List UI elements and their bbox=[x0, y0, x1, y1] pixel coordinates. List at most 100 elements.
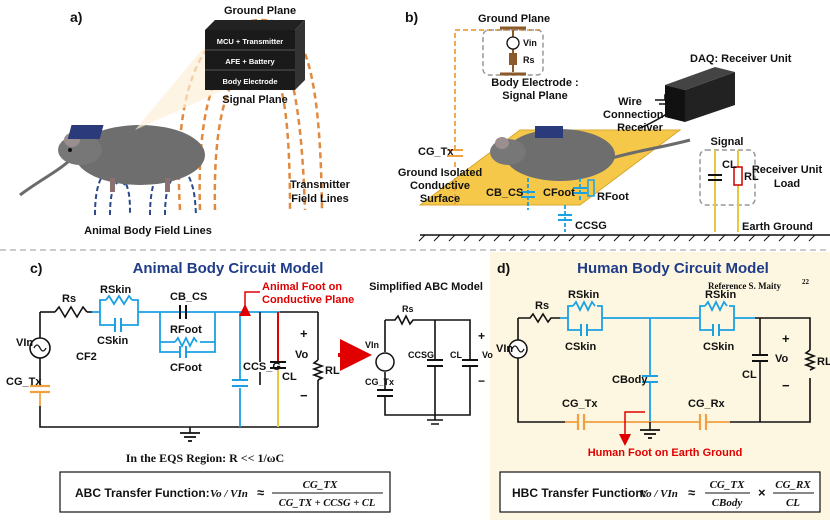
rskin-label: RSkin bbox=[100, 284, 131, 296]
vo-label: Vo bbox=[295, 349, 309, 361]
panel-d-label: d) bbox=[497, 260, 510, 276]
hbc-tf-num2: CG_RX bbox=[775, 479, 811, 491]
vin-d-label: VIn bbox=[496, 343, 513, 355]
surface-label-1: Ground Isolated bbox=[398, 167, 482, 179]
s-cl-label: CL bbox=[450, 350, 462, 360]
body-field-label: Animal Body Field Lines bbox=[84, 225, 212, 237]
simplified-title: Simplified ABC Model bbox=[369, 281, 483, 293]
s-cg-tx-label: CG_Tx bbox=[365, 377, 394, 387]
vin-source-b bbox=[506, 36, 520, 50]
ccsg-b-label: CCSG bbox=[575, 220, 607, 232]
rs-label: Rs bbox=[62, 293, 76, 305]
cg-tx-path bbox=[454, 29, 540, 205]
layer-afe-text: AFE + Battery bbox=[225, 57, 275, 66]
s-plus-sign: + bbox=[478, 329, 485, 343]
panel-a: a) MCU + Transmitter bbox=[19, 5, 351, 237]
tx-field-label-1: Transmitter bbox=[290, 179, 351, 191]
rat-illustration bbox=[19, 125, 205, 197]
cg-tx-d-label: CG_Tx bbox=[562, 398, 598, 410]
hbc-tf-den1: CBody bbox=[712, 497, 743, 509]
cl-d-label: CL bbox=[742, 369, 757, 381]
ground-plane-b-label: Ground Plane bbox=[478, 13, 550, 25]
rs-resistor-d bbox=[518, 312, 560, 324]
rskin-right-label: RSkin bbox=[705, 289, 736, 301]
receiver-wire bbox=[639, 107, 681, 129]
panel-c: c) Animal Body Circuit Model bbox=[6, 260, 493, 513]
body-electrode-label-1: Body Electrode : bbox=[491, 77, 578, 89]
panel-d-title: Human Body Circuit Model bbox=[577, 260, 769, 277]
device-stack: MCU + Transmitter AFE + Battery Body Ele… bbox=[205, 20, 305, 90]
rfoot-label: RFoot bbox=[170, 324, 202, 336]
rl-b-label: RL bbox=[744, 171, 759, 183]
rl-label: RL bbox=[325, 365, 340, 377]
rskin-right-resistor bbox=[704, 299, 728, 313]
cg-tx-label-b: CG_Tx bbox=[418, 146, 454, 158]
wire-label-2: Connection to bbox=[603, 109, 677, 121]
vin-b-label: Vin bbox=[523, 38, 537, 48]
earth-ground-label: Earth Ground bbox=[742, 221, 813, 233]
abc-tf-label: ABC Transfer Function: bbox=[75, 486, 210, 500]
rl-resistor-d bbox=[803, 349, 817, 371]
hbc-tf-box bbox=[499, 471, 821, 513]
layer-mcu-text: MCU + Transmitter bbox=[217, 37, 284, 46]
ground-hatch bbox=[418, 234, 816, 242]
cskin-label: CSkin bbox=[97, 335, 128, 347]
reference-text: Reference S. Maity bbox=[708, 281, 782, 291]
minus-d-sign: − bbox=[782, 378, 790, 393]
panel-b: b) CG_Tx Ground Plane Vin Rs Body Electr… bbox=[398, 9, 830, 242]
hbc-tf-lhs: Vo / VIn bbox=[640, 488, 678, 500]
human-foot-note: Human Foot on Earth Ground bbox=[588, 447, 743, 459]
panel-c-title: Animal Body Circuit Model bbox=[133, 260, 324, 277]
abc-tf-lhs: Vo / VIn bbox=[210, 488, 248, 500]
hbc-tf-times: × bbox=[758, 485, 766, 500]
cfoot-b-label: CFoot bbox=[543, 187, 575, 199]
vo-d-label: Vo bbox=[775, 353, 789, 365]
cl-label: CL bbox=[282, 371, 297, 383]
cf2-label: CF2 bbox=[76, 351, 97, 363]
surface-label-3: Surface bbox=[420, 193, 460, 205]
layer-body-text: Body Electrode bbox=[222, 77, 277, 86]
surface-label-2: Conductive bbox=[410, 180, 470, 192]
hbc-tf-approx: ≈ bbox=[688, 485, 695, 500]
ccs-g-label: CCS_G bbox=[243, 361, 281, 373]
rskin-resistor bbox=[105, 294, 133, 306]
wire-label-3: Receiver bbox=[617, 122, 664, 134]
simplified-vin-source bbox=[375, 352, 395, 372]
cb-cs-b-label: CB_CS bbox=[486, 187, 523, 199]
receiver-load-box bbox=[699, 149, 756, 206]
panel-c-label: c) bbox=[30, 260, 42, 276]
rl-d-label: RL bbox=[817, 356, 830, 368]
body-electrode-label-2: Signal Plane bbox=[502, 90, 567, 102]
eqs-region-note: In the EQS Region: R << 1/ωC bbox=[126, 451, 284, 465]
abc-tf-denominator: CG_TX + CCSG + CL bbox=[279, 498, 376, 509]
foot-note-1: Animal Foot on bbox=[262, 281, 342, 293]
s-ccsg-label: CCSG bbox=[408, 350, 434, 360]
tx-field-label-2: Field Lines bbox=[291, 193, 348, 205]
vin-label: VIn bbox=[16, 337, 33, 349]
foot-note-2: Conductive Plane bbox=[262, 294, 354, 306]
plus-sign: + bbox=[300, 326, 308, 341]
rfoot-resistor bbox=[174, 335, 198, 349]
daq-label: DAQ: Receiver Unit bbox=[690, 53, 792, 65]
s-vo-label: Vo bbox=[482, 350, 493, 360]
cskin-left-label: CSkin bbox=[565, 341, 596, 353]
rskin-left-label: RSkin bbox=[568, 289, 599, 301]
panel-d: d) Human Body Circuit Model Reference S.… bbox=[496, 260, 830, 513]
rs-d-label: Rs bbox=[535, 300, 549, 312]
cskin-right-label: CSkin bbox=[703, 341, 734, 353]
abc-tf-approx: ≈ bbox=[257, 485, 264, 500]
cg-rx-d-label: CG_Rx bbox=[688, 398, 726, 410]
wire-label-1: Wire bbox=[618, 96, 642, 108]
rat-illustration-b bbox=[490, 126, 691, 181]
hbc-tf-label: HBC Transfer Function: bbox=[512, 486, 647, 500]
rskin-left-resistor bbox=[572, 299, 596, 313]
minus-sign: − bbox=[300, 388, 308, 403]
hbc-tf-den2: CL bbox=[786, 497, 800, 509]
cg-tx-label: CG_Tx bbox=[6, 376, 42, 388]
ground-plane-label: Ground Plane bbox=[224, 5, 296, 17]
receiver-load-label-1: Receiver Unit bbox=[752, 164, 823, 176]
s-minus-sign: − bbox=[478, 374, 485, 388]
s-rs-label: Rs bbox=[402, 304, 414, 314]
reference-number: 22 bbox=[802, 278, 810, 286]
cb-cs-label: CB_CS bbox=[170, 291, 207, 303]
